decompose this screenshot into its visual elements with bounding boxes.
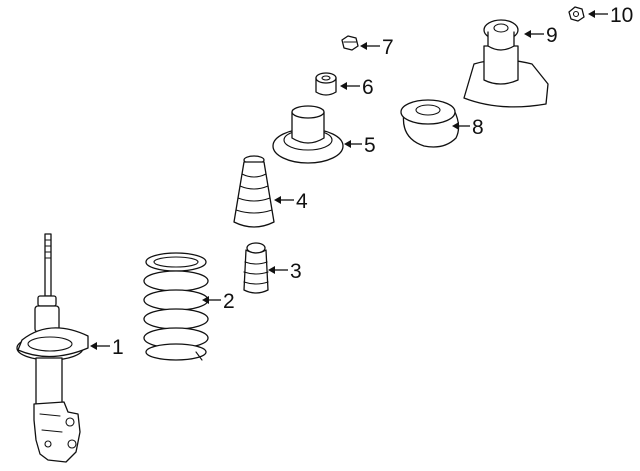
callout-2: 2 (202, 290, 235, 313)
bump-stop (243, 242, 269, 294)
bushing (315, 72, 337, 96)
callout-9: 9 (524, 24, 558, 47)
callout-number: 10 (610, 4, 633, 27)
callout-number: 1 (112, 336, 124, 359)
upper-spring-seat (272, 105, 344, 164)
callout-number: 9 (546, 24, 558, 47)
callout-3: 3 (268, 260, 302, 283)
callout-1: 1 (90, 336, 124, 359)
callout-10: 10 (588, 4, 633, 27)
coil-spring (143, 252, 209, 361)
callout-number: 3 (290, 260, 302, 283)
strut-mount (400, 99, 460, 148)
nut (341, 35, 359, 51)
callout-number: 8 (472, 116, 484, 139)
callout-number: 6 (362, 76, 374, 99)
callout-5: 5 (344, 134, 376, 157)
callout-7: 7 (360, 36, 394, 59)
callout-number: 4 (296, 190, 308, 213)
callout-number: 7 (382, 36, 394, 59)
strut-assembly (16, 233, 89, 463)
dust-boot (233, 155, 275, 228)
callout-number: 5 (364, 134, 376, 157)
callout-4: 4 (274, 190, 308, 213)
top-nut (568, 6, 585, 22)
callout-6: 6 (340, 76, 374, 99)
callout-8: 8 (452, 116, 484, 139)
mount-bracket (463, 19, 549, 108)
callout-number: 2 (223, 290, 235, 313)
